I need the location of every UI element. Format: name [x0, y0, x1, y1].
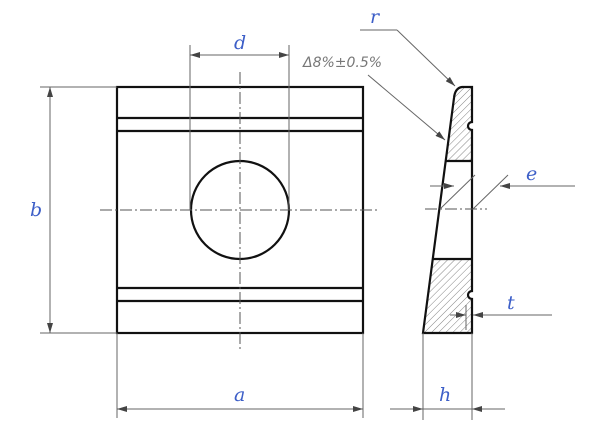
label-r: r [370, 6, 381, 28]
dimension-d: d [189, 32, 290, 210]
label-e: e [526, 163, 537, 185]
label-t: t [507, 292, 515, 314]
label-h: h [439, 384, 451, 406]
label-a: a [234, 384, 245, 406]
label-b: b [30, 199, 42, 221]
dimension-b: b [30, 86, 117, 334]
dimension-e: e [430, 163, 575, 189]
dimension-t: t [450, 292, 552, 318]
label-d: d [234, 32, 246, 54]
side-view [421, 85, 509, 335]
leader-r: r [360, 6, 456, 87]
slope-note: Δ8%±0.5% [302, 55, 382, 71]
hatched-section-top [445, 87, 472, 161]
dimension-a: a [116, 333, 364, 418]
dimension-h: h [390, 333, 505, 420]
side-outline [421, 85, 474, 335]
leader-slope: Δ8%±0.5% [302, 55, 446, 141]
front-view [100, 72, 380, 350]
